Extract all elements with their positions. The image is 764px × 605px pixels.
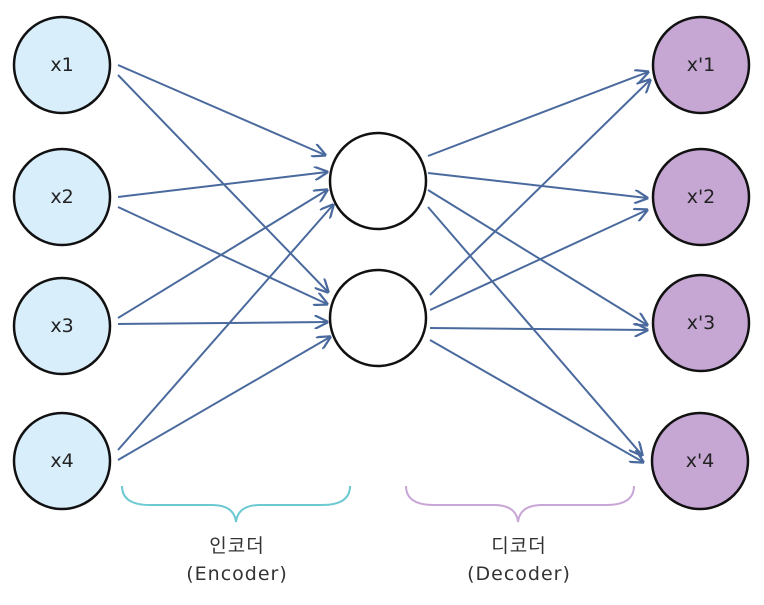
output-node-label: x'2 xyxy=(687,186,716,208)
hidden-layer xyxy=(328,131,428,368)
edge-x2-h1 xyxy=(117,172,327,198)
edge-h2-o1 xyxy=(429,80,650,296)
output-node-label: x'1 xyxy=(687,54,716,76)
edge-h1-o4 xyxy=(427,206,642,455)
output-node: x'4 xyxy=(650,411,750,511)
edge-h2-o4 xyxy=(429,339,643,462)
edge-x1-h1 xyxy=(117,64,325,155)
input-node: x3 xyxy=(12,276,112,376)
edge-x3-h1 xyxy=(117,190,327,319)
input-node-label: x3 xyxy=(50,315,73,337)
edge-x4-h1 xyxy=(117,205,333,451)
input-node: x2 xyxy=(12,147,112,247)
hidden-node xyxy=(328,131,428,231)
input-node-label: x2 xyxy=(50,186,73,208)
input-layer: x1 x2 x3 x4 xyxy=(12,15,112,511)
input-node: x1 xyxy=(12,15,112,115)
encoder-label-en: (Encoder) xyxy=(186,563,288,585)
output-node: x'3 xyxy=(651,273,751,373)
decoder-label-en: (Decoder) xyxy=(467,563,571,585)
edge-x4-h2 xyxy=(117,337,330,461)
output-layer: x'1 x'2 x'3 x'4 xyxy=(650,15,751,511)
encoder-edges xyxy=(117,64,333,461)
edge-h1-o1 xyxy=(427,72,648,157)
decoder-edges xyxy=(427,72,650,462)
edge-h2-o2 xyxy=(429,210,647,311)
edge-h1-o2 xyxy=(427,172,647,198)
edge-x2-h2 xyxy=(117,206,327,304)
edge-h2-o3 xyxy=(429,328,647,330)
input-node-label: x4 xyxy=(50,450,73,472)
input-node-label: x1 xyxy=(50,54,73,76)
output-node: x'1 xyxy=(651,15,751,115)
hidden-node xyxy=(328,268,428,368)
output-node-label: x'4 xyxy=(686,450,715,472)
output-node-label: x'3 xyxy=(687,312,716,334)
decoder-brace xyxy=(405,485,635,523)
decoder-label: 디코더 xyxy=(491,535,546,557)
output-node: x'2 xyxy=(651,147,751,247)
edge-h1-o3 xyxy=(427,189,647,325)
encoder-label: 인코더 xyxy=(209,535,264,557)
input-node: x4 xyxy=(12,411,112,511)
edge-x3-h2 xyxy=(117,322,327,324)
encoder-brace xyxy=(121,485,351,523)
